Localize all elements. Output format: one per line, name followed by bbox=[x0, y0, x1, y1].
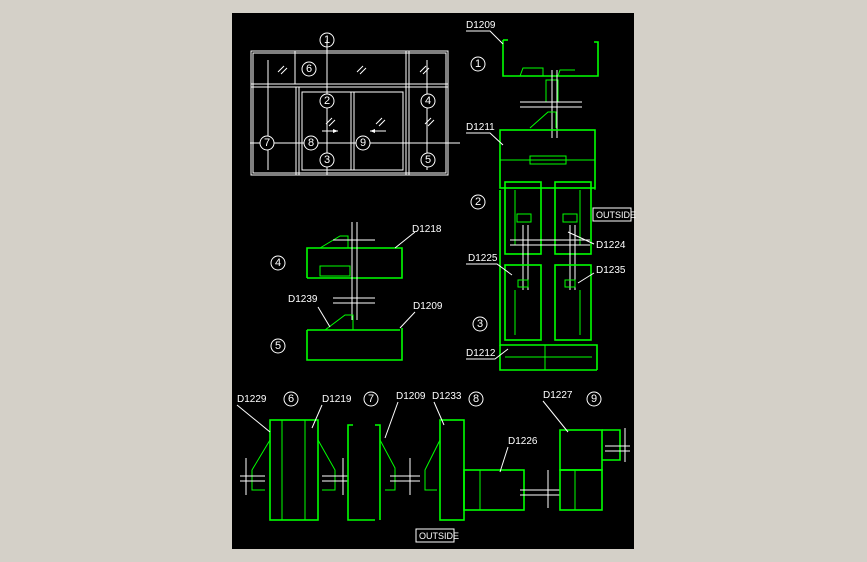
label-d1227: D1227 bbox=[543, 390, 573, 401]
section-callout-8: 8 bbox=[473, 393, 479, 405]
horizontal-section-4-5: 4 5 bbox=[270, 222, 416, 361]
label-d1209-mid: D1209 bbox=[413, 301, 443, 312]
label-d1209-bottom: D1209 bbox=[396, 391, 426, 402]
callout-6: 6 bbox=[306, 63, 312, 75]
label-d1235: D1235 bbox=[596, 265, 626, 276]
elevation-callouts: 1 6 2 4 7 8 9 3 5 bbox=[259, 32, 436, 168]
label-d1233: D1233 bbox=[432, 391, 462, 402]
label-outside-right: OUTSIDE bbox=[596, 210, 636, 220]
window-elevation bbox=[250, 40, 460, 176]
section-callout-1: 1 bbox=[475, 58, 481, 70]
callout-7: 7 bbox=[264, 137, 270, 149]
callout-2: 2 bbox=[324, 95, 330, 107]
label-d1229: D1229 bbox=[237, 394, 267, 405]
section-callout-9: 9 bbox=[591, 393, 597, 405]
section-callout-3: 3 bbox=[477, 318, 483, 330]
callout-3: 3 bbox=[324, 154, 330, 166]
label-d1212: D1212 bbox=[466, 348, 496, 359]
callout-8: 8 bbox=[308, 137, 314, 149]
label-d1219: D1219 bbox=[322, 394, 352, 405]
section-callout-7: 7 bbox=[368, 393, 374, 405]
vertical-section: 1 2 3 bbox=[470, 39, 599, 371]
label-outside-bottom: OUTSIDE bbox=[419, 531, 459, 541]
section-callout-2: 2 bbox=[475, 196, 481, 208]
callout-4: 4 bbox=[425, 95, 431, 107]
right-leaders bbox=[466, 30, 595, 360]
label-d1225: D1225 bbox=[468, 253, 498, 264]
section-callout-6: 6 bbox=[288, 393, 294, 405]
label-d1211: D1211 bbox=[466, 122, 495, 133]
section-callout-5: 5 bbox=[275, 340, 281, 352]
bottom-sections: 6 7 8 9 bbox=[236, 391, 630, 521]
label-d1226: D1226 bbox=[508, 436, 538, 447]
callout-9: 9 bbox=[360, 137, 366, 149]
label-d1224: D1224 bbox=[596, 240, 626, 251]
outside-tag-bottom: OUTSIDE bbox=[415, 528, 459, 543]
label-d1239: D1239 bbox=[288, 294, 318, 305]
section-callout-4: 4 bbox=[275, 257, 281, 269]
label-d1218: D1218 bbox=[412, 224, 442, 235]
callout-1: 1 bbox=[324, 34, 330, 46]
outside-tag-right: OUTSIDE bbox=[592, 207, 636, 222]
callout-5: 5 bbox=[425, 154, 431, 166]
label-d1209-top: D1209 bbox=[466, 20, 496, 31]
